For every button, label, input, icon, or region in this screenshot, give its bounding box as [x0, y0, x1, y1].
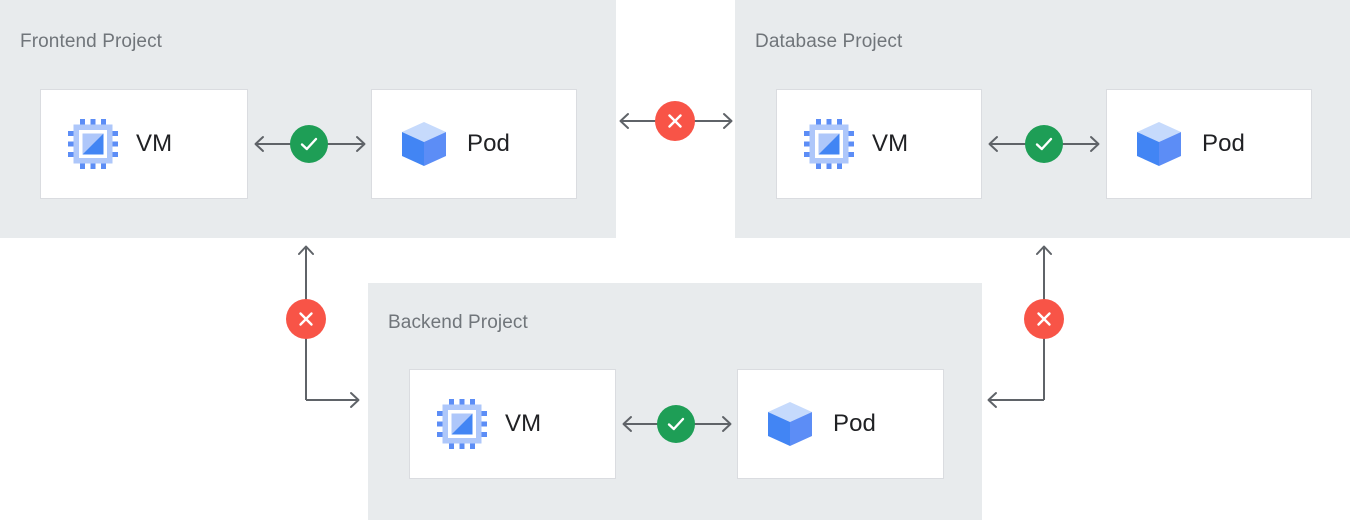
vm-chip-icon: [67, 118, 119, 170]
resource-label-backend-vm: VM: [505, 410, 542, 437]
panel-database-project: Database Project: [735, 0, 1350, 238]
resource-label-frontend-pod: Pod: [467, 130, 511, 157]
vm-chip-icon: [436, 398, 488, 450]
resource-card-frontend-pod[interactable]: Pod: [371, 89, 577, 199]
check-circle-icon: [667, 417, 685, 431]
resource-label-frontend-vm: VM: [136, 130, 173, 157]
resource-card-backend-vm[interactable]: VM: [409, 369, 616, 479]
resource-card-database-pod[interactable]: Pod: [1106, 89, 1312, 199]
resource-label-backend-pod: Pod: [833, 410, 877, 437]
panel-title-backend: Backend Project: [388, 312, 528, 333]
resource-card-frontend-vm[interactable]: VM: [40, 89, 248, 199]
pod-cube-icon: [398, 118, 450, 170]
status-badge-database-backend-blocked[interactable]: [1024, 299, 1064, 339]
pod-cube-icon: [764, 398, 816, 450]
panel-backend-project: Backend Project: [368, 283, 982, 520]
status-badge-frontend-backend-blocked[interactable]: [286, 299, 326, 339]
status-badge-database-internal-allowed[interactable]: [1025, 125, 1063, 163]
resource-card-backend-pod[interactable]: Pod: [737, 369, 944, 479]
resource-card-database-vm[interactable]: VM: [776, 89, 982, 199]
resource-label-database-pod: Pod: [1202, 130, 1246, 157]
status-badge-frontend-internal-allowed[interactable]: [290, 125, 328, 163]
x-circle-icon: [1037, 312, 1051, 326]
x-circle-icon: [668, 114, 682, 128]
vm-chip-icon: [803, 118, 855, 170]
panel-frontend-project: Frontend Project: [0, 0, 616, 238]
check-circle-icon: [300, 137, 318, 151]
status-badge-backend-internal-allowed[interactable]: [657, 405, 695, 443]
status-badge-frontend-database-blocked[interactable]: [655, 101, 695, 141]
panel-title-database: Database Project: [755, 31, 903, 52]
resource-label-database-vm: VM: [872, 130, 909, 157]
x-circle-icon: [299, 312, 313, 326]
panel-title-frontend: Frontend Project: [20, 31, 163, 52]
check-circle-icon: [1035, 137, 1053, 151]
pod-cube-icon: [1133, 118, 1185, 170]
